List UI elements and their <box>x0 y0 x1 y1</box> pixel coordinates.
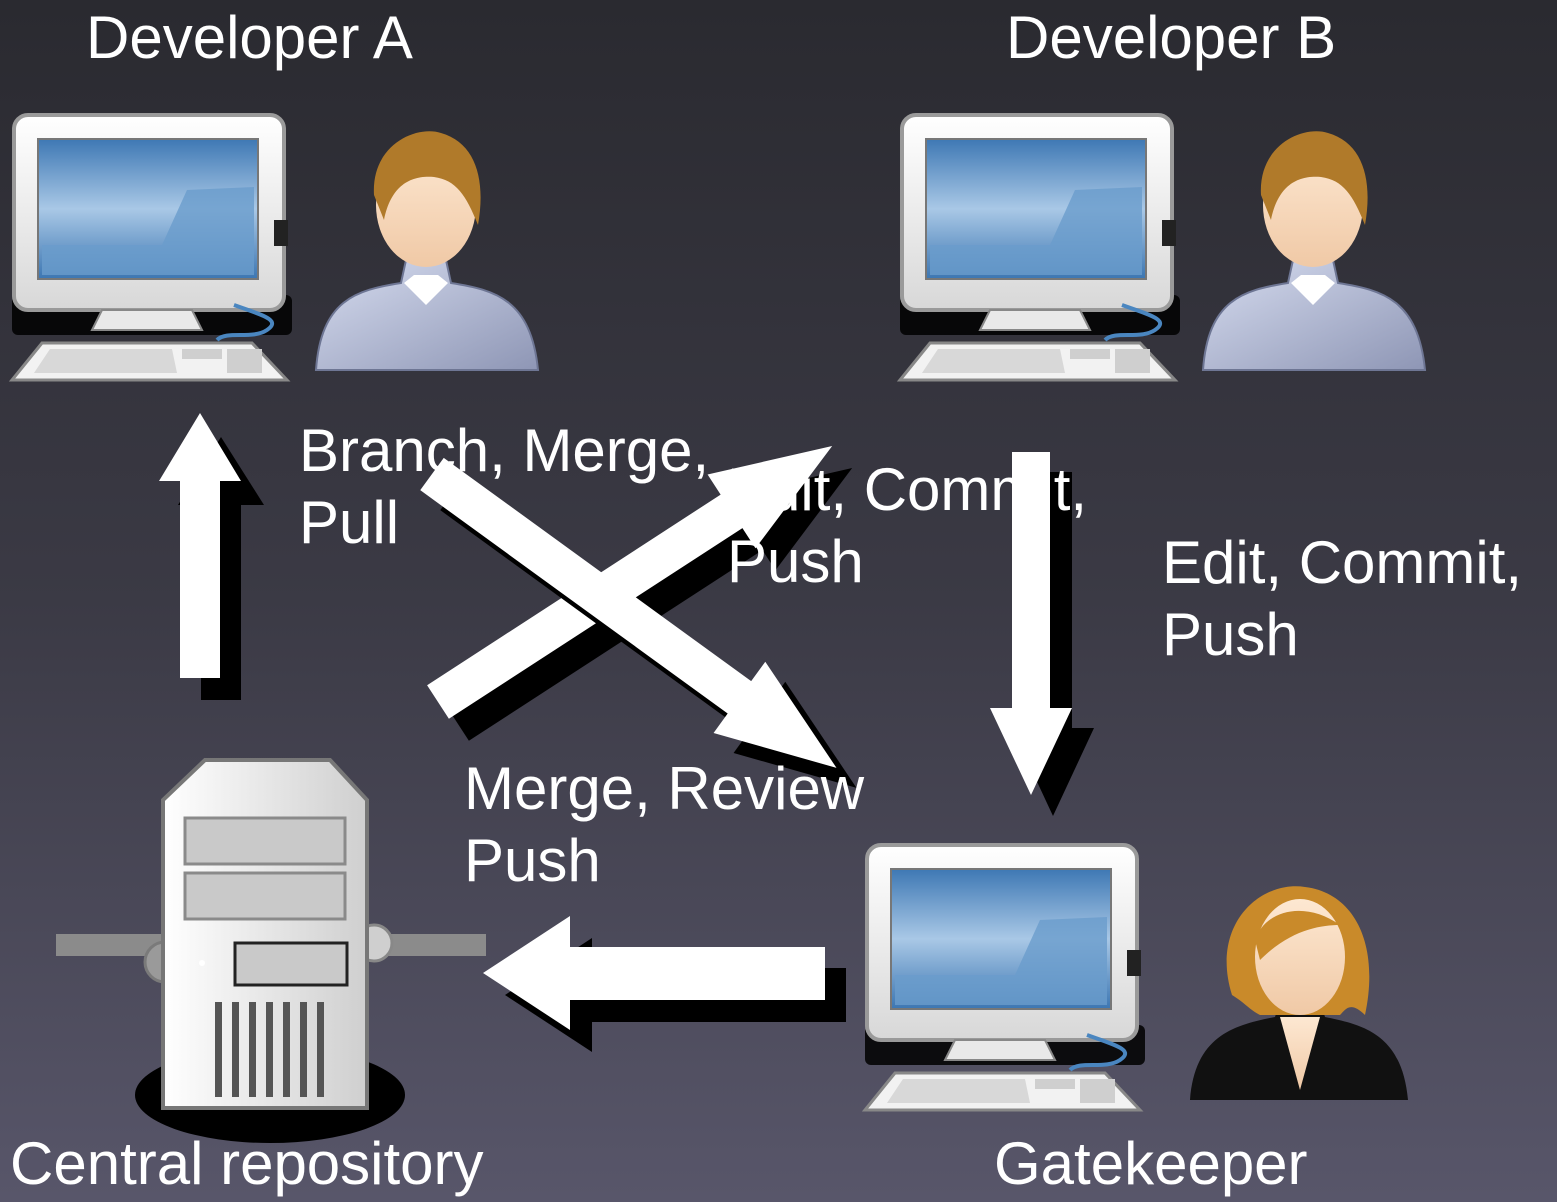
developer-a-pull-line2: Pull <box>299 489 400 556</box>
developer-b-label: Developer B <box>1006 4 1337 71</box>
developer-b-push-line2: Push <box>1162 601 1299 668</box>
developer-b-push-line1: Edit, Commit, <box>1162 529 1523 596</box>
gatekeeper-push-line2: Push <box>464 827 601 894</box>
gatekeeper-computer-icon <box>863 843 1147 1112</box>
developer-a-pull-line1: Branch, Merge, <box>299 417 710 484</box>
central-repository-server-icon <box>56 758 486 1143</box>
central-repository-label: Central repository <box>10 1130 484 1197</box>
developer-b-push-arrow <box>990 452 1094 816</box>
developer-a-computer-icon <box>10 113 294 382</box>
developer-a-push-line1: Edit, Commit, <box>727 456 1088 523</box>
developer-a-push-line2: Push <box>727 528 864 595</box>
gatekeeper-push-label: Merge, Review Push <box>464 753 864 897</box>
developer-b-computer-icon <box>898 113 1182 382</box>
developer-a-label: Developer A <box>86 4 413 71</box>
gatekeeper-person-icon <box>1190 886 1408 1100</box>
developer-b-person-icon <box>1202 130 1426 371</box>
gatekeeper-push-arrow <box>483 916 846 1052</box>
developer-a-to-gatekeeper-arrow <box>420 457 857 788</box>
developer-a-person-icon <box>315 130 539 371</box>
gatekeeper-label: Gatekeeper <box>994 1130 1308 1197</box>
developer-a-push-arrow <box>427 446 853 741</box>
pull-arrow <box>159 413 264 700</box>
developer-a-push-label: Edit, Commit, Push <box>727 454 1087 598</box>
gatekeeper-push-line1: Merge, Review <box>464 755 865 822</box>
developer-a-pull-label: Branch, Merge, Pull <box>299 415 709 559</box>
developer-b-push-label: Edit, Commit, Push <box>1162 527 1522 671</box>
